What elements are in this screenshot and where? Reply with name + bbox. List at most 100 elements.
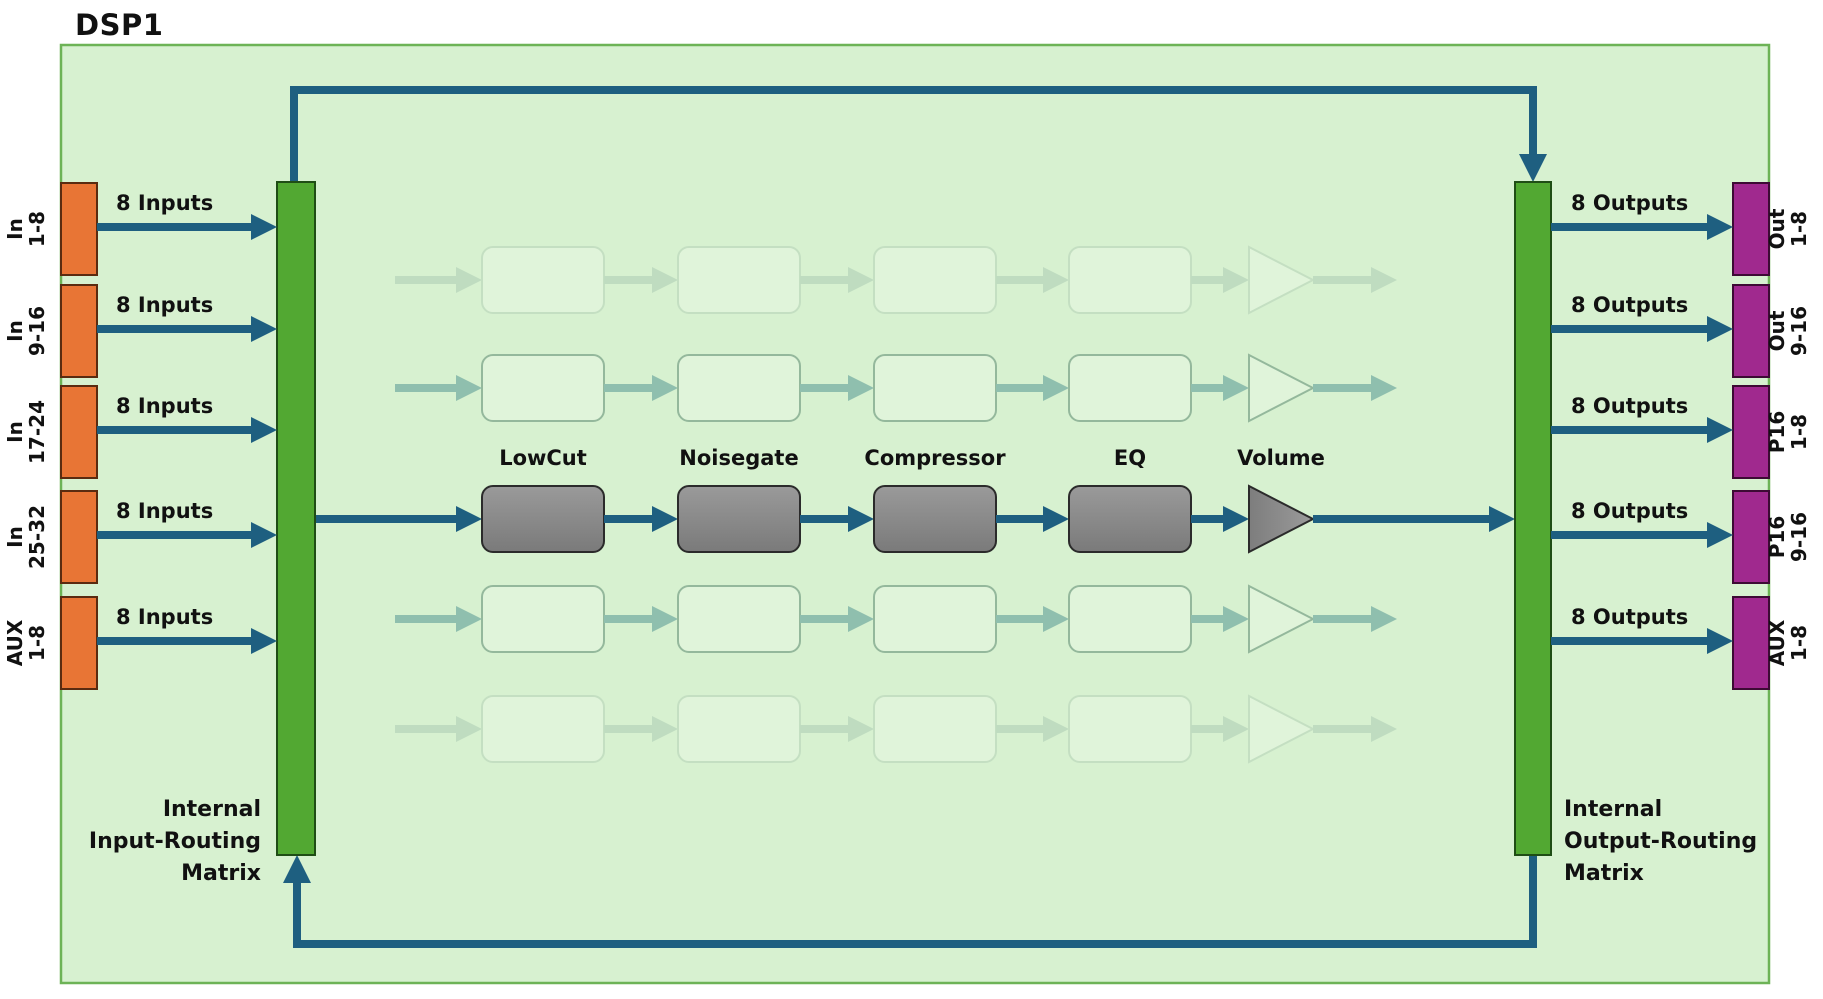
feedback-top-line	[290, 86, 1537, 182]
input-block-2: In9-168 Inputs	[3, 284, 277, 378]
arrow-head-icon	[456, 267, 482, 293]
output-port-box	[1732, 182, 1770, 276]
signal-arrow	[1191, 267, 1249, 293]
arrow-head-icon	[1223, 506, 1249, 532]
signal-arrow	[800, 506, 874, 532]
arrow-shaft	[1551, 223, 1708, 231]
signal-arrow	[800, 375, 874, 401]
arrow-shaft	[395, 615, 457, 623]
output-port-range: 9-16	[1787, 306, 1811, 356]
arrow-head-icon	[1707, 628, 1733, 654]
arrow-head-icon	[652, 267, 678, 293]
signal-arrow	[1191, 606, 1249, 632]
arrow-head-icon	[1489, 506, 1515, 532]
arrow-head-icon	[1043, 606, 1069, 632]
volume-triangle-icon	[1248, 245, 1316, 315]
channel-row-1	[395, 245, 1397, 315]
arrow-shaft	[604, 515, 653, 523]
input-arrow	[97, 214, 277, 240]
output-routing-matrix	[1514, 181, 1552, 856]
signal-arrow	[1313, 267, 1397, 293]
processor-block-eq	[1068, 585, 1192, 653]
arrow-head-icon	[1707, 417, 1733, 443]
input-block-1: In1-88 Inputs	[3, 182, 277, 276]
input-port-box	[60, 385, 98, 479]
arrow-shaft	[800, 725, 849, 733]
signal-arrow	[604, 606, 678, 632]
processor-block-lowcut	[481, 485, 605, 553]
arrow-head-icon	[848, 506, 874, 532]
volume-triangle-icon	[1248, 584, 1316, 654]
arrow-shaft	[1551, 325, 1708, 333]
arrow-up-icon	[283, 855, 311, 883]
signal-arrow	[800, 267, 874, 293]
input-count-label: 8 Inputs	[116, 499, 213, 523]
output-count-label: 8 Outputs	[1571, 499, 1688, 523]
arrow-shaft	[395, 384, 457, 392]
signal-arrow	[604, 716, 678, 742]
input-port-name: AUX	[3, 619, 27, 666]
arrow-head-icon	[652, 606, 678, 632]
arrow-head-icon	[848, 267, 874, 293]
output-port-box	[1732, 596, 1770, 690]
output-arrow	[1551, 522, 1733, 548]
arrow-head-icon	[1707, 316, 1733, 342]
signal-arrow	[996, 606, 1069, 632]
arrow-shaft	[800, 384, 849, 392]
input-count-label: 8 Inputs	[116, 191, 213, 215]
arrow-shaft	[1551, 637, 1708, 645]
input-port-name: In	[3, 218, 27, 240]
arrow-shaft	[604, 615, 653, 623]
feedback-bottom-path	[283, 855, 1537, 948]
signal-arrow	[1191, 716, 1249, 742]
output-count-label: 8 Outputs	[1571, 191, 1688, 215]
input-port-range: 17-24	[25, 400, 49, 464]
processor-block-noisegate	[677, 585, 801, 653]
arrow-head-icon	[848, 606, 874, 632]
input-port-box	[60, 182, 98, 276]
arrow-shaft	[604, 725, 653, 733]
arrow-head-icon	[1223, 267, 1249, 293]
arrow-head-icon	[1371, 606, 1397, 632]
arrow-shaft	[1551, 531, 1708, 539]
output-arrow	[1551, 628, 1733, 654]
arrow-shaft	[97, 223, 252, 231]
arrow-head-icon	[1223, 606, 1249, 632]
input-port-box	[60, 490, 98, 584]
arrow-shaft	[1191, 615, 1224, 623]
output-port-range: 1-8	[1787, 211, 1811, 247]
arrow-shaft	[996, 615, 1044, 623]
processor-block-compressor	[873, 354, 997, 422]
output-count-label: 8 Outputs	[1571, 394, 1688, 418]
signal-arrow	[1313, 606, 1397, 632]
arrow-head-icon	[1371, 716, 1397, 742]
arrow-head-icon	[456, 606, 482, 632]
signal-arrow	[1313, 375, 1397, 401]
output-port-range: 1-8	[1787, 414, 1811, 450]
processor-block-lowcut	[481, 354, 605, 422]
signal-arrow	[395, 375, 482, 401]
arrow-head-icon	[456, 716, 482, 742]
arrow-shaft	[1191, 725, 1224, 733]
arrow-head-icon	[652, 506, 678, 532]
arrow-shaft	[97, 531, 252, 539]
arrow-head-icon	[652, 375, 678, 401]
processor-block-lowcut	[481, 585, 605, 653]
stage-label: EQ	[1114, 446, 1146, 470]
output-port-name: P16	[1765, 411, 1789, 454]
input-arrow	[97, 628, 277, 654]
output-port-name: P16	[1765, 516, 1789, 559]
arrow-head-icon	[652, 716, 678, 742]
input-port-name: In	[3, 320, 27, 342]
stage-label: LowCut	[499, 446, 587, 470]
arrow-shaft	[996, 276, 1044, 284]
signal-arrow	[1191, 506, 1249, 532]
arrow-head-icon	[1043, 716, 1069, 742]
matrix-label-line: Matrix	[181, 861, 261, 886]
processor-block-noisegate	[677, 246, 801, 314]
